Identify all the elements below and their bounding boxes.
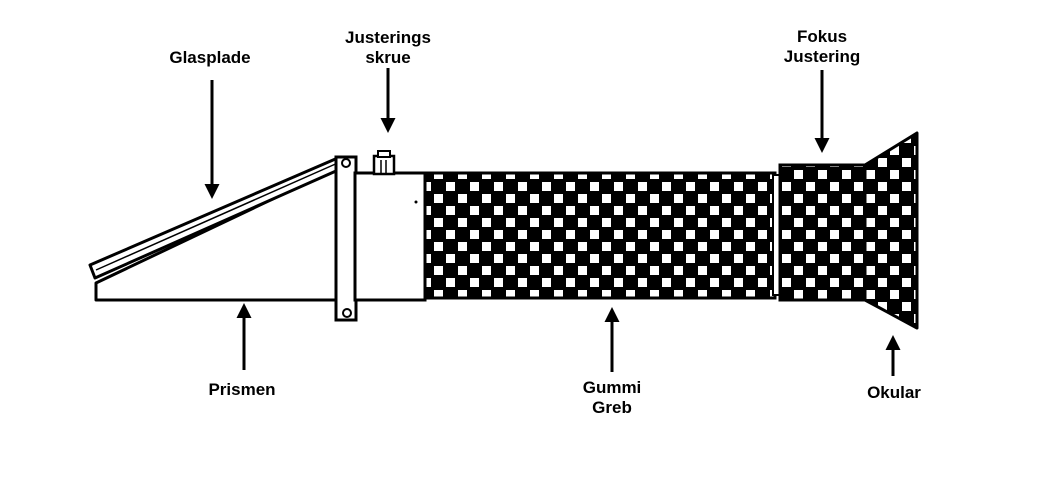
label-justerings-line1: Justerings: [345, 28, 431, 47]
focus-ring: [778, 163, 867, 302]
label-justerings-line2: skrue: [365, 48, 411, 67]
label-gummi-line1: Gummi: [582, 378, 642, 397]
hinge-top-screw: [341, 158, 351, 168]
adjustment-block: [353, 171, 427, 302]
glass-plate-edge: [95, 161, 341, 271]
label-prismen: Prismen: [184, 380, 300, 400]
label-gummi-line2: Greb: [592, 398, 632, 417]
label-okular: Okular: [836, 383, 952, 403]
label-fokus-line1: Fokus: [796, 27, 848, 46]
label-fokus-justering: Fokus Justering: [764, 27, 880, 67]
block-dot: [414, 200, 418, 204]
label-prismen-text: Prismen: [208, 380, 276, 399]
eyepiece: [863, 131, 919, 330]
label-glasplade-text: Glasplade: [169, 48, 251, 67]
label-glasplade: Glasplade: [152, 48, 268, 68]
label-gummi-greb: Gummi Greb: [554, 378, 670, 418]
label-okular-text: Okular: [867, 383, 921, 402]
hinge-bottom-screw: [342, 308, 352, 318]
hinge-bar: [334, 155, 358, 322]
rubber-grip: [423, 171, 777, 300]
label-justerings-skrue: Justerings skrue: [326, 28, 450, 68]
label-fokus-line2: Justering: [783, 47, 861, 66]
adjustment-screw: [372, 150, 396, 176]
